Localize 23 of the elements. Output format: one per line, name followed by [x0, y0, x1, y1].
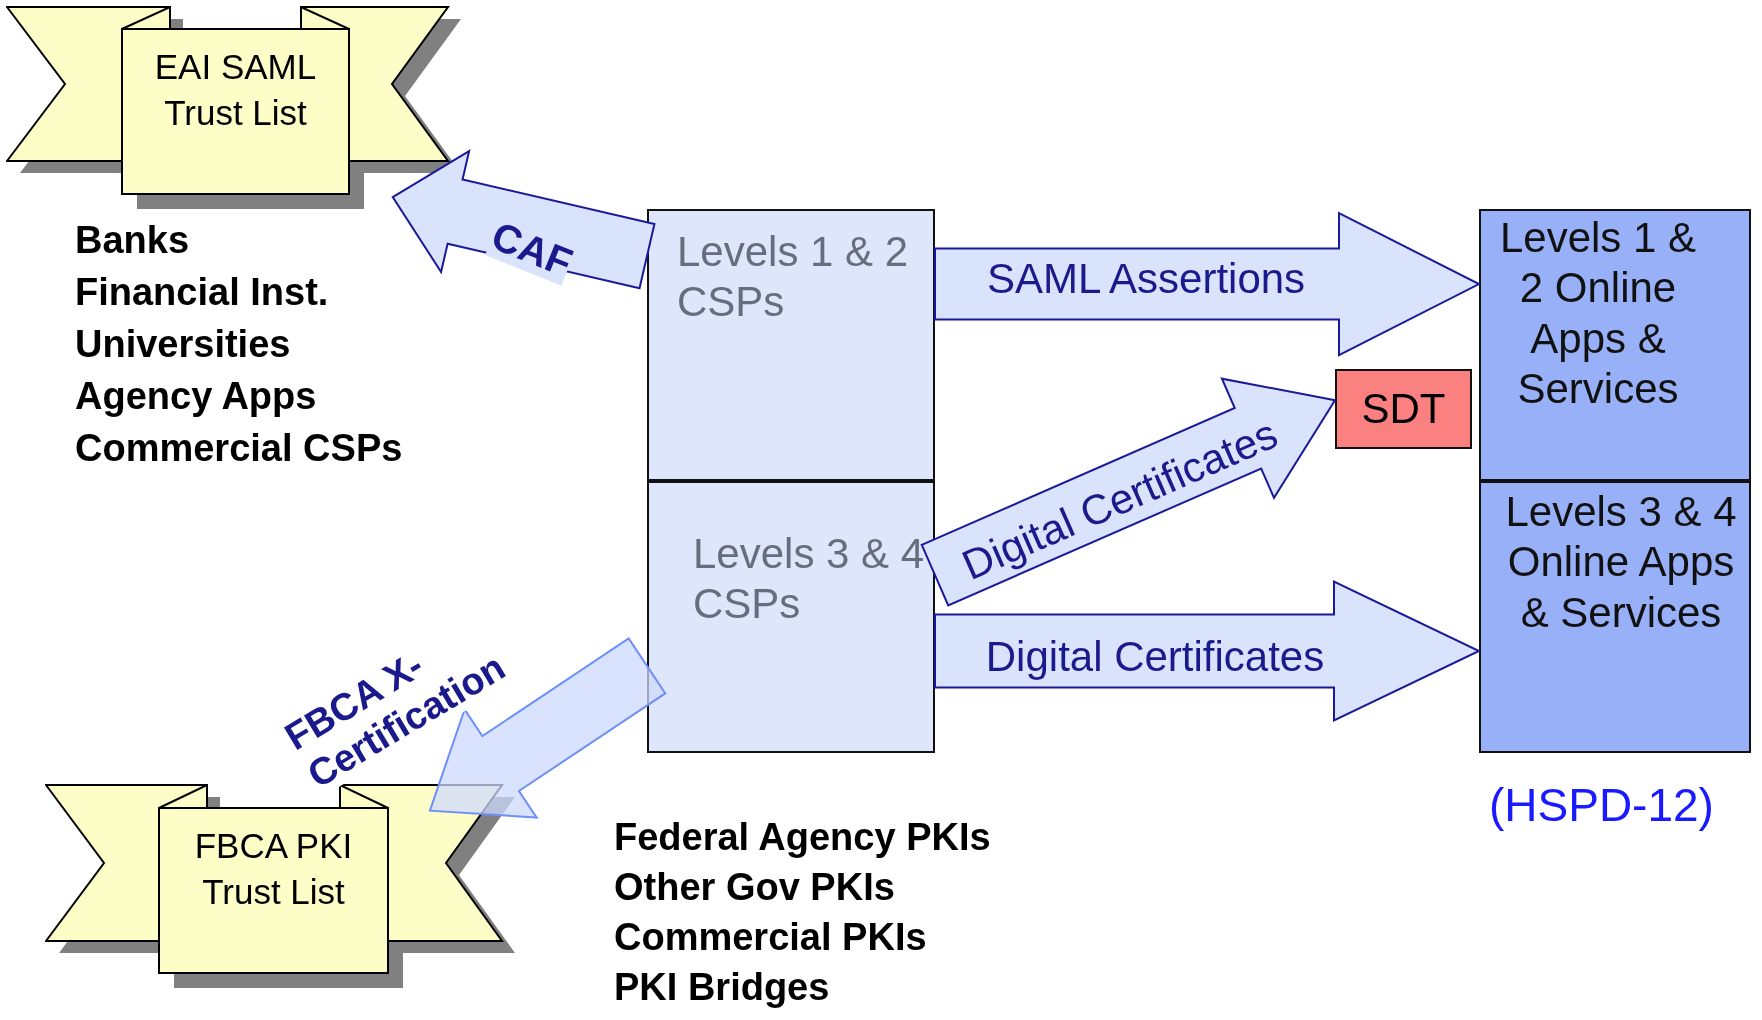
box-text: SDT: [1360, 384, 1447, 434]
box-text: Levels 1 & 2 Online Apps & Services: [1498, 213, 1698, 415]
list-item: Commercial CSPs: [75, 426, 403, 471]
csp-box: [647, 209, 935, 481]
services-box: [1479, 209, 1751, 481]
list-item: Federal Agency PKIs: [614, 815, 991, 860]
list-item: Banks: [75, 218, 190, 263]
csp-box: [647, 481, 935, 753]
box-text: Levels 3 & 4 Online Apps & Services: [1504, 487, 1738, 638]
list-item: Financial Inst.: [75, 270, 329, 315]
box-text: Levels 1 & 2 CSPs: [677, 227, 910, 328]
services-box: [1479, 481, 1751, 753]
block-arrow: [428, 637, 667, 819]
sdt-box: [1335, 369, 1472, 449]
list-item: PKI Bridges: [614, 965, 830, 1010]
box-text: Levels 3 & 4 CSPs: [693, 529, 926, 630]
list-item: Agency Apps: [75, 374, 317, 419]
trust-list-title: EAI SAML Trust List: [153, 46, 318, 134]
trust-list-title: FBCA PKI Trust List: [193, 825, 354, 913]
list-item: Other Gov PKIs: [614, 865, 895, 910]
list-item: Commercial PKIs: [614, 915, 927, 960]
list-item: Universities: [75, 322, 291, 367]
note-label: (HSPD-12): [1489, 778, 1714, 833]
